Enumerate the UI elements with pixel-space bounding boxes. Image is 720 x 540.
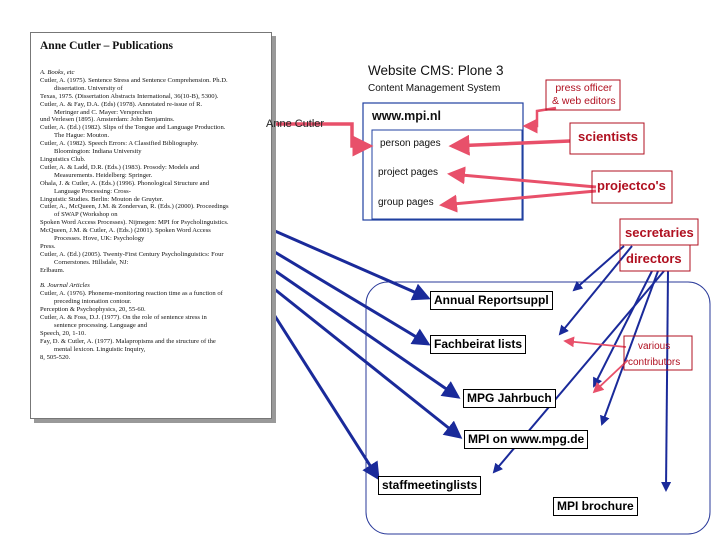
document-line: dissertation. University of	[54, 84, 123, 92]
dir-to-jahrbuch-arrow	[593, 270, 653, 388]
document-line: Cornerstones. Hillsdale, NJ:	[54, 258, 129, 266]
fachbeirat-box: Fachbeirat lists	[430, 335, 527, 354]
document-line: McQueen, J.M. & Cutler, A. (Eds.) (2001)…	[40, 227, 211, 235]
contributors-line-1: various	[638, 341, 671, 352]
contributors-line-2: contributors	[628, 357, 681, 368]
author-label: Anne Cutler	[266, 118, 325, 130]
document-line: A. Books, etc	[40, 69, 75, 76]
document-line: Linguistics Club.	[40, 155, 86, 163]
document-line: Meringer and C. Mayer: Versprechen	[54, 108, 153, 116]
document-line: Cutler, A. (Ed.) (1982). Slips of the To…	[40, 124, 226, 132]
dir-to-brochure-arrow	[661, 270, 672, 492]
press-role-line-2: & web editors	[552, 95, 616, 107]
doc-to-staffmeeting-arrow	[264, 301, 380, 481]
document-line: Speech, 20, 1-10.	[40, 329, 86, 337]
document-line: Fay, D. & Cutler, A. (1977). Malapropism…	[40, 337, 216, 345]
document-line: The Hague: Mouton.	[54, 132, 110, 140]
document-line: Bloomington: Indiana University	[54, 148, 142, 156]
projectcos-to-project-arrow	[447, 166, 597, 189]
document-line: Ohala, J. & Cutler, A. (Eds.) (1996). Ph…	[40, 179, 210, 187]
document-title: Anne Cutler – Publications	[40, 40, 174, 52]
directors-role: directors	[626, 251, 682, 266]
various-contributors: various contributors	[628, 339, 680, 371]
document-line: und Verlesen (1895). Amsterdam: John Ben…	[40, 116, 175, 124]
document-line: Cutler, A. (Ed.) (2005). Twenty-First Ce…	[40, 250, 224, 258]
person-pages-label: person pages	[380, 138, 441, 149]
press-role-line-1: press officer	[555, 82, 613, 94]
doc-to-person-arrow	[272, 122, 374, 157]
group-pages-label: group pages	[378, 197, 434, 208]
publications-document: Anne Cutler – Publications A. Books, etc…	[30, 32, 272, 419]
annual-report-box: Annual Reportsuppl	[430, 291, 553, 310]
document-line: Cutler, A., McQueen, J.M. & Zondervan, R…	[40, 203, 229, 211]
document-line	[40, 275, 268, 283]
document-line: Measurements. Heidelberg: Springer.	[54, 171, 153, 179]
projectcos-role: projectco's	[597, 178, 666, 193]
document-line: mental lexicon. Linguistic Inquiry,	[54, 345, 146, 353]
scientists-to-person-arrow	[448, 134, 571, 156]
contrib-to-fachbeirat-arrow	[563, 336, 627, 348]
doc-to-mpgweb-arrow	[267, 282, 463, 439]
directors-box	[619, 244, 691, 272]
document-line: Spoken Word Access Processes). Nijmegen:…	[40, 219, 229, 227]
document-line: of SWAP (Workshop on	[54, 211, 118, 219]
document-line: Linguistic Studies. Berlin: Mouton de Gr…	[40, 195, 164, 203]
cms-site-frame	[362, 102, 524, 221]
press-role: press officer & web editors	[552, 82, 616, 108]
sec-to-annual-arrow	[572, 245, 625, 292]
doc-to-annual-arrow	[267, 226, 431, 301]
scientists-box	[569, 122, 645, 155]
press-box	[545, 79, 621, 111]
projectcos-box	[591, 170, 673, 204]
site-url: www.mpi.nl	[372, 109, 441, 123]
document-line: Erlbaum.	[40, 266, 65, 274]
document-line: Processes. Hove, UK: Psychology	[54, 235, 145, 243]
staffmeeting-box: staffmeetinglists	[378, 476, 482, 495]
document-line: Cutler, A. & Foss, D.J. (1977). On the r…	[40, 314, 207, 322]
cms-title: Website CMS: Plone 3	[368, 63, 504, 78]
jahrbuch-box: MPG Jahrbuch	[463, 389, 556, 408]
document-line: Cutler, A. (1975). Sentence Stress and S…	[40, 76, 228, 84]
cms-pages-frame	[371, 129, 523, 220]
dir-to-mpgweb-arrow	[600, 270, 659, 426]
doc-to-fachbeirat-arrow	[267, 246, 431, 346]
document-line: preceding intonation contour.	[54, 298, 132, 306]
outputs-frame	[365, 281, 711, 535]
contributors-box	[623, 335, 693, 371]
document-line: 8, 505-520.	[40, 353, 71, 361]
document-line: Language Processing: Cross-	[54, 187, 131, 195]
project-pages-label: project pages	[378, 167, 439, 178]
document-line: Cutler, A. & Fay, D.A. (Eds) (1978). Ann…	[40, 100, 203, 108]
mpg-web-box: MPI on www.mpg.de	[464, 430, 589, 449]
scientists-role: scientists	[578, 129, 638, 144]
contrib-to-jahrbuch-arrow	[592, 359, 629, 394]
brochure-box: MPI brochure	[553, 497, 638, 516]
projectcos-to-group-arrow	[439, 189, 597, 213]
document-line: Cutler, A. (1982). Speech Errors: A Clas…	[40, 140, 199, 148]
document-line: Perception & Psychophysics, 20, 55-60.	[40, 306, 146, 314]
document-line: sentence processing. Language and	[54, 321, 148, 329]
document-line: Cutler, A. & Ladd, D.R. (Eds.) (1983). P…	[40, 163, 200, 171]
secretaries-role: secretaries	[625, 225, 694, 240]
doc-to-jahrbuch-arrow	[267, 264, 461, 399]
cms-subtitle: Content Management System	[368, 83, 501, 94]
press-to-site-arrow	[522, 106, 557, 134]
document-line: Texas, 1975. (Dissertation Abstracts Int…	[40, 92, 219, 100]
document-line: Cutler, A. (1976). Phoneme-monitoring re…	[40, 290, 223, 298]
document-line: Press.	[40, 242, 56, 250]
document-line: B. Journal Articles	[40, 282, 90, 290]
